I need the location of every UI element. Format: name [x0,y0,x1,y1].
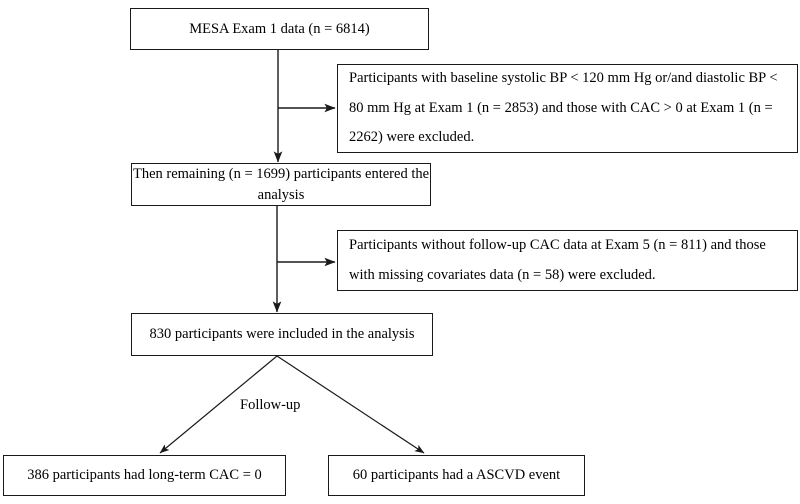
exclusion-criteria-box-1: Participants with baseline systolic BP <… [337,64,798,153]
remaining-participants-text: Then remaining (n = 1699) participants e… [132,165,430,203]
source-cohort-text: MESA Exam 1 data (n = 6814) [189,20,370,37]
included-participants-box: 830 participants were included in the an… [131,313,433,356]
follow-up-edge-label: Follow-up [240,397,301,413]
outcome-box-long-term-cac: 386 participants had long-term CAC = 0 [3,455,286,496]
included-participants-text: 830 participants were included in the an… [149,326,415,343]
outcome-ascvd-event-text: 60 participants had a ASCVD event [352,467,561,484]
outcome-long-term-cac-text: 386 participants had long-term CAC = 0 [27,467,262,484]
remaining-participants-box: Then remaining (n = 1699) participants e… [131,163,431,206]
exclusion-criteria-text-2: Participants without follow-up CAC data … [349,236,766,283]
outcome-box-ascvd-event: 60 participants had a ASCVD event [328,455,585,496]
exclusion-criteria-box-2: Participants without follow-up CAC data … [337,230,798,291]
source-cohort-box: MESA Exam 1 data (n = 6814) [130,8,429,50]
exclusion-criteria-text-1: Participants with baseline systolic BP <… [349,69,778,146]
